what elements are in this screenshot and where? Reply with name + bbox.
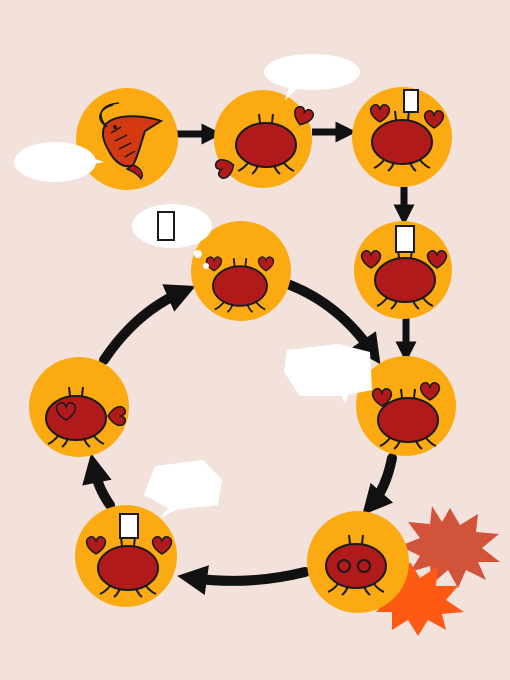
loop-arrow-e bbox=[99, 284, 196, 365]
flow-arrows bbox=[177, 121, 417, 363]
card-icon bbox=[403, 89, 419, 113]
speech-bubble-icon bbox=[14, 142, 104, 182]
card-icon bbox=[157, 211, 175, 241]
thought-bubble-icon bbox=[132, 204, 212, 269]
card-icon bbox=[395, 225, 415, 253]
loop-arrow-b bbox=[362, 453, 397, 516]
crab-icon bbox=[325, 534, 387, 596]
speech-bubble-icon bbox=[144, 460, 222, 518]
speech-bubble-icon bbox=[284, 344, 372, 404]
loop-arrows bbox=[82, 280, 397, 595]
shrimp-icon bbox=[99, 102, 164, 181]
loop-arrow-d bbox=[82, 453, 115, 510]
loop-arrow-c bbox=[177, 565, 310, 595]
loop-arrow-a bbox=[285, 280, 381, 365]
speech-bubble-icon bbox=[264, 54, 360, 100]
card-icon bbox=[119, 513, 139, 539]
